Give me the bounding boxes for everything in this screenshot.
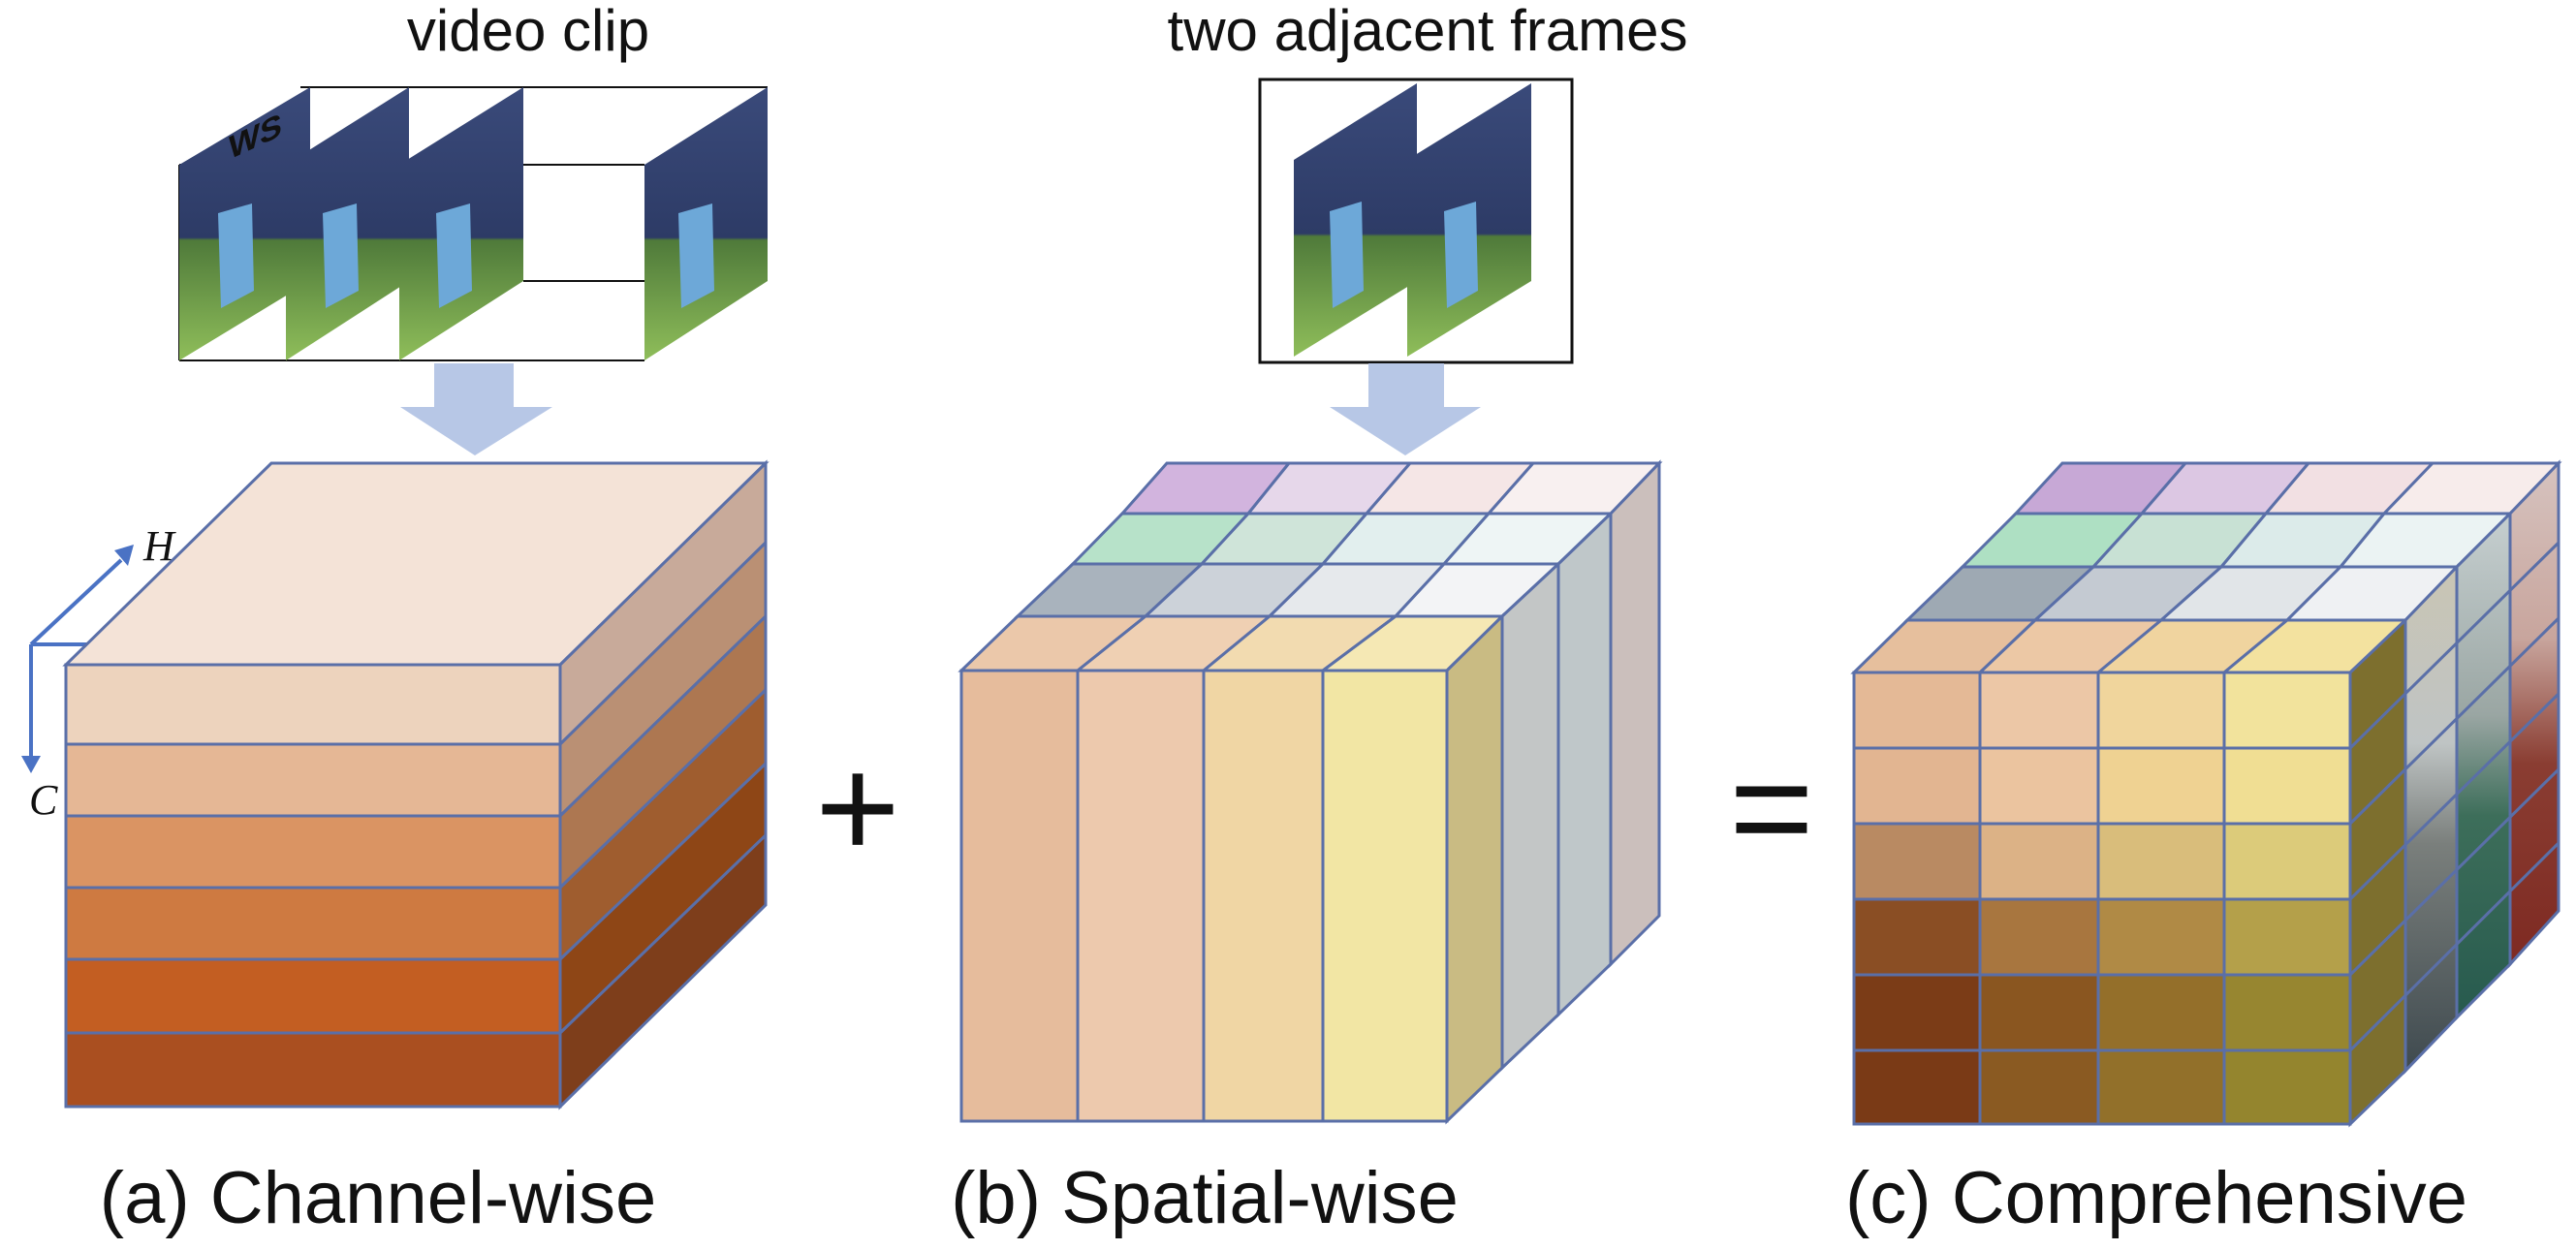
panel-comprehensive: (c) Comprehensive <box>1845 459 2562 1239</box>
comp-side-gridlines <box>2348 541 2560 1052</box>
channel-layer-6 <box>64 1031 562 1109</box>
plus-sign: + <box>815 726 900 889</box>
spatial-side-4 <box>1609 459 1661 968</box>
adjacent-frame-1 <box>1294 83 1417 357</box>
spatial-side-1 <box>1445 612 1504 1125</box>
channel-layer-5 <box>64 957 562 1035</box>
spatial-wise-caption: (b) Spatial-wise <box>951 1157 1459 1239</box>
channel-side-6 <box>558 831 768 1110</box>
channel-wise-cube <box>62 459 770 1110</box>
two-adjacent-frames-label: two adjacent frames <box>1168 0 1688 63</box>
comp-side-4 <box>2508 459 2560 968</box>
channel-wise-caption: (a) Channel-wise <box>100 1157 656 1239</box>
clip-frames: WS <box>179 87 768 360</box>
channel-layer-3 <box>64 814 562 890</box>
comprehensive-caption: (c) Comprehensive <box>1845 1157 2467 1239</box>
equals-sign: = <box>1729 726 1814 889</box>
spatial-top-row-1 <box>1118 461 1663 516</box>
spatial-top-row-4 <box>958 614 1506 672</box>
channel-layer-2 <box>64 742 562 818</box>
video-frame-3 <box>399 87 523 360</box>
spatial-top-row-3 <box>1014 562 1562 618</box>
spatial-front-col-3 <box>1202 669 1325 1123</box>
video-frame-1: WS <box>179 87 310 360</box>
spatial-front-col-4 <box>1321 669 1449 1123</box>
spatial-front-col-2 <box>1076 669 1206 1123</box>
adjacent-frame-2 <box>1407 83 1531 357</box>
axis-label-c: C <box>29 776 58 824</box>
video-frame-last <box>644 87 768 360</box>
video-frame-2 <box>286 87 409 360</box>
channel-layer-1 <box>64 663 562 746</box>
channel-layer-4 <box>64 886 562 961</box>
comp-front-grid <box>1852 671 2352 1126</box>
comp-top-row-4 <box>1850 618 2409 674</box>
comp-top-row-3 <box>1903 565 2461 622</box>
panel-spatial-wise: two adjacent frames <box>951 0 1687 1239</box>
spatial-side-2 <box>1500 560 1560 1072</box>
comprehensive-cube <box>1850 459 2562 1128</box>
down-arrow-icon <box>400 363 552 455</box>
comp-top-row-1 <box>2012 461 2562 516</box>
comp-side-3 <box>2455 510 2512 1021</box>
spatial-side-3 <box>1556 510 1613 1018</box>
comp-top-row-2 <box>1959 512 2514 569</box>
down-arrow-icon <box>1330 363 1481 455</box>
spatial-front-col-1 <box>959 669 1080 1123</box>
spatial-wise-cube <box>958 459 1663 1125</box>
video-clip-label: video clip <box>407 0 649 63</box>
panel-channel-wise: video clip WS <box>21 0 770 1239</box>
spatial-top-row-2 <box>1069 512 1615 566</box>
